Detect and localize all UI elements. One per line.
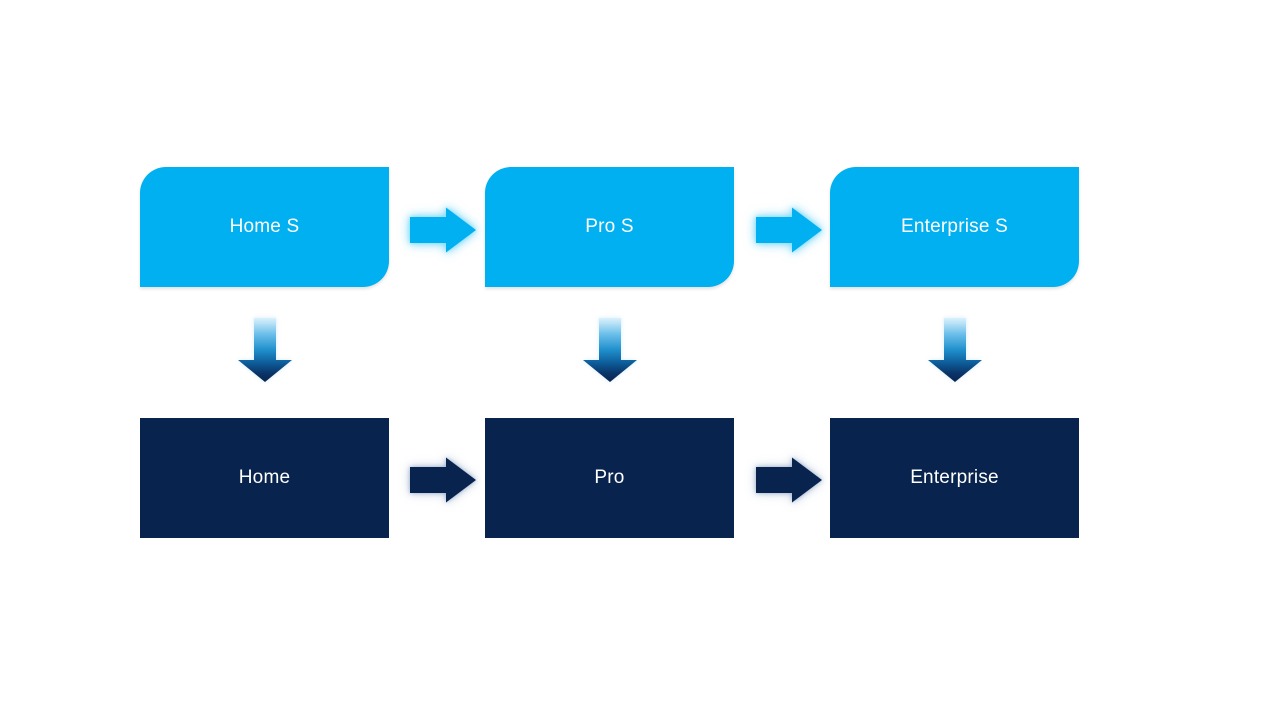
right-arrow-icon [410, 207, 476, 253]
node-enterprise-s: Enterprise S [830, 167, 1079, 287]
down-arrow-icon [238, 318, 292, 382]
node-home-label: Home [238, 467, 291, 488]
node-home-s-label: Home S [229, 216, 300, 237]
down-arrow-icon [583, 318, 637, 382]
node-pro-s: Pro S [485, 167, 734, 287]
node-pro: Pro [485, 418, 734, 538]
node-home-s: Home S [140, 167, 389, 287]
node-pro-s-label: Pro S [585, 216, 634, 237]
down-arrow-icon [928, 318, 982, 382]
right-arrow-icon [410, 457, 476, 503]
node-pro-label: Pro [594, 467, 625, 488]
right-arrow-icon [756, 457, 822, 503]
right-arrow-icon [756, 207, 822, 253]
node-enterprise-label: Enterprise [910, 467, 999, 488]
node-enterprise: Enterprise [830, 418, 1079, 538]
node-enterprise-s-label: Enterprise S [901, 216, 1008, 237]
node-home: Home [140, 418, 389, 538]
